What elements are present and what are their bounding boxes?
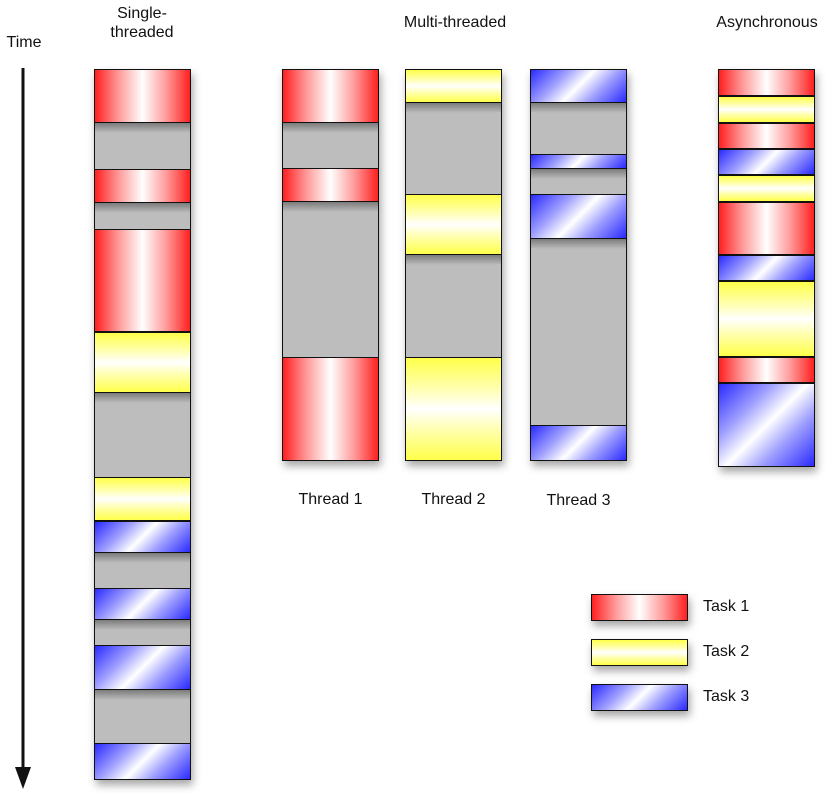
idle-segment xyxy=(531,169,626,194)
idle-segment xyxy=(283,202,378,356)
task-2-segment xyxy=(406,356,501,460)
thread-3-label: Thread 3 xyxy=(546,492,611,509)
task-1-segment xyxy=(719,356,814,384)
task-3-segment xyxy=(95,587,190,621)
task-2-segment xyxy=(719,280,814,357)
legend-swatch-task-3 xyxy=(591,684,688,711)
thread-1-timeline xyxy=(282,69,379,461)
idle-segment xyxy=(95,393,190,477)
task-1-segment xyxy=(719,202,814,256)
asynchronous-timeline xyxy=(718,69,815,467)
task-3-segment xyxy=(531,70,626,103)
task-3-segment xyxy=(95,520,190,553)
idle-segment xyxy=(95,202,190,229)
legend-label-task-1: Task 1 xyxy=(703,598,750,615)
time-axis-label: Time xyxy=(6,34,42,51)
task-2-segment xyxy=(406,70,501,103)
task-1-segment xyxy=(719,122,814,149)
thread-1-label: Thread 1 xyxy=(298,491,363,508)
task-3-segment xyxy=(531,153,626,170)
task-3-segment xyxy=(719,255,814,281)
single-threaded-title-line2: threaded xyxy=(110,24,174,41)
task-1-segment xyxy=(95,228,190,333)
single-threaded-timeline xyxy=(94,69,191,780)
task-2-segment xyxy=(719,175,814,203)
task-3-segment xyxy=(531,425,626,460)
task-1-segment xyxy=(95,168,190,203)
legend-label-task-2: Task 2 xyxy=(703,643,750,660)
task-1-segment xyxy=(283,168,378,203)
idle-segment xyxy=(95,552,190,588)
task-1-segment xyxy=(283,356,378,460)
task-3-segment xyxy=(719,148,814,176)
task-2-segment xyxy=(95,476,190,521)
multi-threaded-title: Multi-threaded xyxy=(403,14,507,31)
idle-segment xyxy=(531,239,626,425)
single-threaded-title-line1: Single- xyxy=(117,5,167,22)
task-1-segment xyxy=(719,70,814,96)
thread-3-timeline xyxy=(530,69,627,461)
idle-segment xyxy=(95,122,190,169)
idle-segment xyxy=(406,102,501,195)
legend-swatch-task-1 xyxy=(591,594,688,621)
legend-label-task-3: Task 3 xyxy=(703,688,750,705)
task-2-segment xyxy=(406,194,501,256)
asynchronous-title: Asynchronous xyxy=(716,14,818,31)
idle-segment xyxy=(283,122,378,169)
task-2-segment xyxy=(95,332,190,394)
task-3-segment xyxy=(95,645,190,691)
thread-2-timeline xyxy=(405,69,502,461)
idle-segment xyxy=(95,620,190,645)
thread-2-label: Thread 2 xyxy=(421,491,486,508)
task-3-segment xyxy=(719,383,814,466)
task-1-segment xyxy=(283,70,378,123)
idle-segment xyxy=(95,690,190,743)
task-3-segment xyxy=(95,743,190,779)
time-arrow-icon xyxy=(15,68,31,789)
task-1-segment xyxy=(95,70,190,123)
task-3-segment xyxy=(531,194,626,240)
legend-swatch-task-2 xyxy=(591,639,688,666)
idle-segment xyxy=(406,255,501,356)
task-2-segment xyxy=(719,95,814,123)
single-threaded-title: Single- threaded xyxy=(92,4,192,42)
idle-segment xyxy=(531,102,626,154)
